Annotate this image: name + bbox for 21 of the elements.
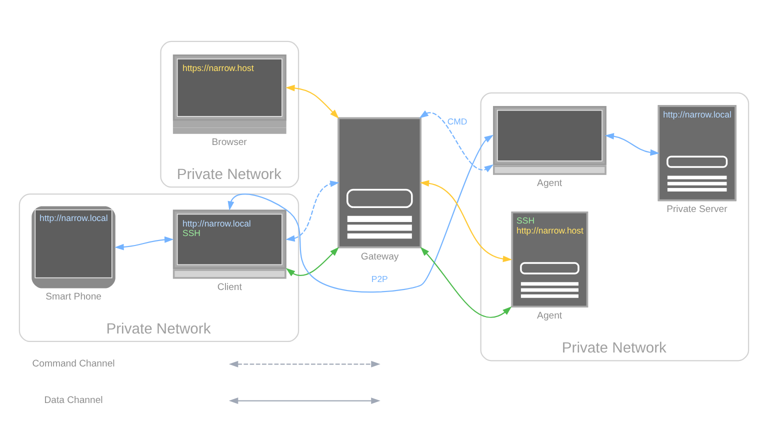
arrow <box>114 236 174 250</box>
arrow <box>419 110 494 172</box>
node-label: Private Server <box>666 204 728 215</box>
arrow <box>420 180 512 262</box>
node-label: Client <box>217 281 242 292</box>
node-box: http://narrow.local <box>32 206 116 288</box>
edge-label: P2P <box>371 274 388 284</box>
node-label: Gateway <box>360 250 399 262</box>
arrow <box>285 84 339 118</box>
node-label: Agent <box>537 178 562 189</box>
arrow <box>285 180 340 242</box>
node-label: Agent <box>537 310 562 322</box>
edge-label: CMD <box>447 116 468 126</box>
arrow <box>420 246 512 318</box>
legend-label: Command Channel <box>32 358 115 370</box>
legend-label: Data Channel <box>44 394 103 406</box>
arrow <box>228 134 494 292</box>
node-label: Smart Phone <box>46 290 102 302</box>
arrow <box>604 132 660 156</box>
arrow <box>286 246 339 276</box>
node-label: Browser <box>212 136 247 148</box>
